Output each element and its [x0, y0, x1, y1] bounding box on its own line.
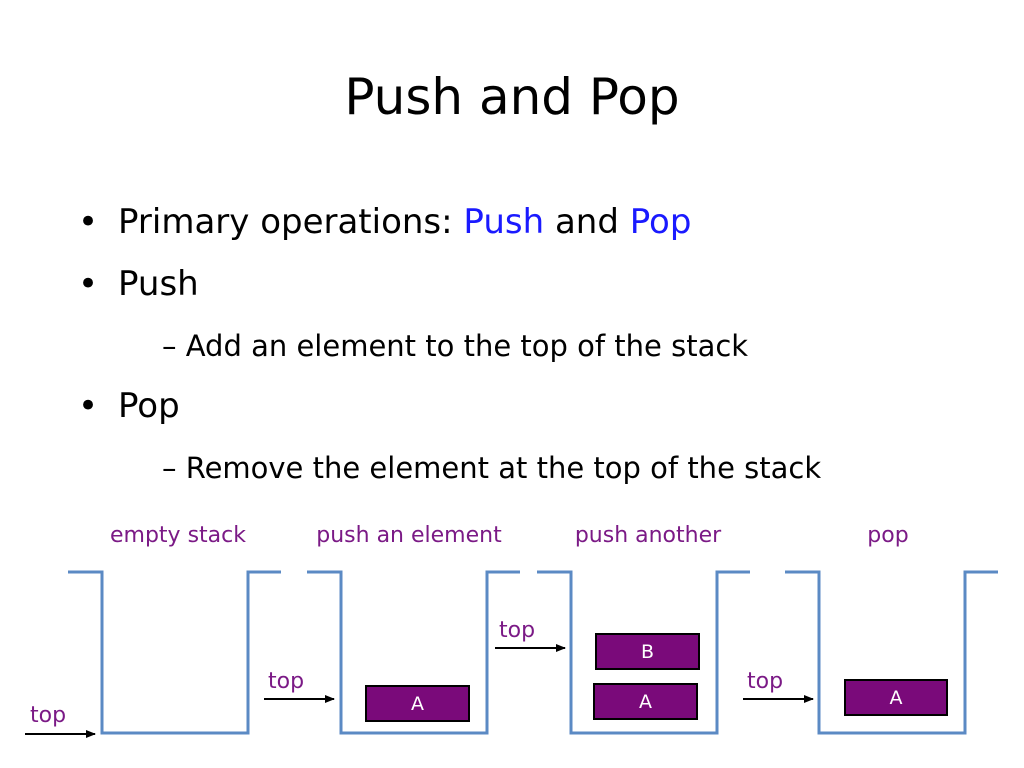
- bullet-primary-pop: Pop: [629, 202, 692, 242]
- sub-bullet-push: – Add an element to the top of the stack: [162, 329, 749, 363]
- stack-containers: [68, 570, 998, 735]
- stack-element-label: B: [641, 641, 654, 663]
- stack-container-push-two: [537, 570, 750, 735]
- stack-element-label: A: [639, 691, 652, 713]
- stage-label-push-an-element: push an element: [316, 523, 502, 548]
- bullet-pop: Pop: [78, 376, 978, 438]
- top-label-push-two: top: [499, 618, 535, 643]
- stage-label-push-another: push another: [575, 523, 722, 548]
- sub-bullet-pop: – Remove the element at the top of the s…: [162, 451, 822, 485]
- top-label-pop: top: [747, 669, 783, 694]
- stage-label-pop: pop: [867, 523, 908, 548]
- stack-element-label: A: [890, 687, 903, 709]
- bullet-primary-lead: Primary operations:: [118, 202, 464, 242]
- stage-label-empty-stack: empty stack: [110, 523, 246, 548]
- bullet-push-label: Push: [118, 264, 199, 304]
- stack-container-pop: [785, 570, 998, 735]
- stack-element-push-two-b: B: [595, 633, 700, 670]
- bullet-primary-push: Push: [463, 202, 545, 242]
- bullet-primary-and: and: [544, 202, 630, 242]
- top-label-push-one: top: [268, 669, 304, 694]
- stack-container-push-one: [307, 570, 520, 735]
- stack-element-push-one-a: A: [365, 685, 470, 722]
- bullet-list: Primary operations: Push and Pop Push – …: [78, 192, 978, 498]
- slide-title: Push and Pop: [344, 68, 680, 126]
- stack-diagram: empty stack push an element push another…: [25, 523, 998, 738]
- stack-element-pop-a: A: [844, 679, 948, 716]
- stack-element-label: A: [411, 693, 424, 715]
- stack-container-empty: [68, 570, 281, 735]
- top-label-empty: top: [30, 703, 66, 728]
- bullet-primary-operations: Primary operations: Push and Pop: [78, 192, 978, 254]
- bullet-pop-label: Pop: [118, 386, 180, 426]
- bullet-push: Push: [78, 254, 978, 316]
- stack-element-push-two-a: A: [593, 683, 698, 720]
